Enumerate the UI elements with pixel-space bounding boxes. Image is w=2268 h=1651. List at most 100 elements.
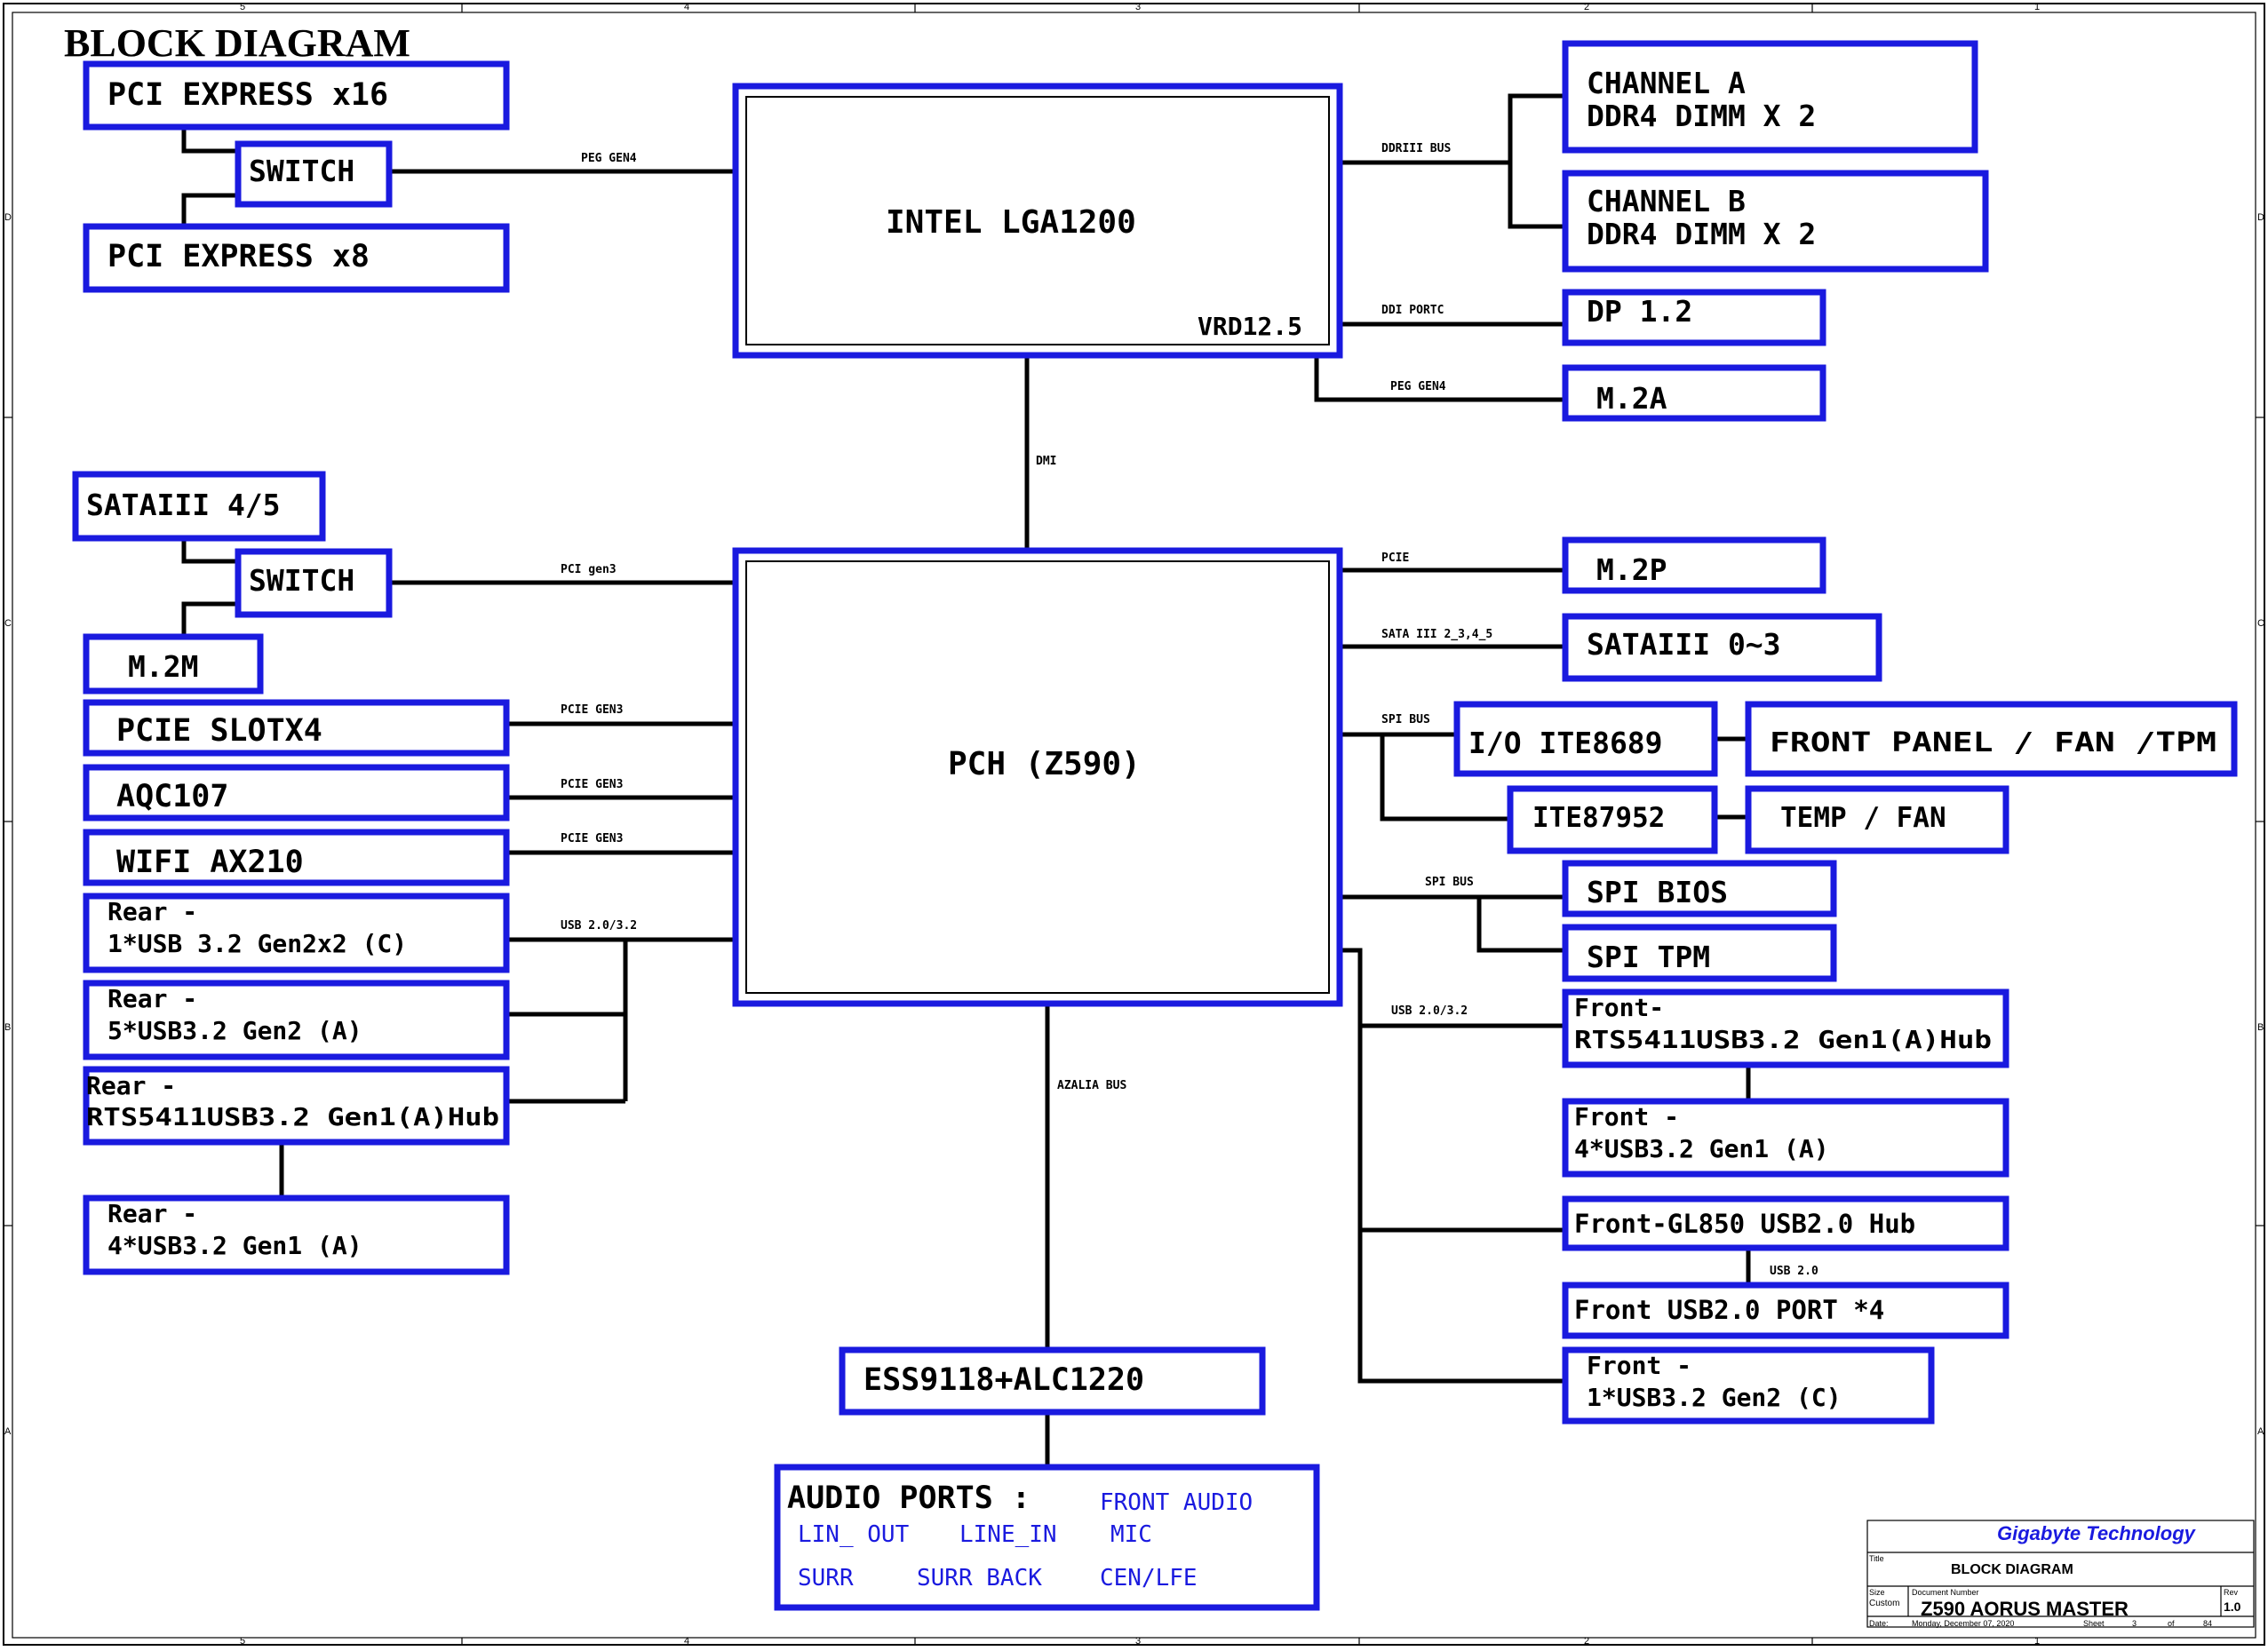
- row-ref-a: A: [4, 1426, 12, 1437]
- of-field-label: of: [2168, 1619, 2175, 1628]
- rev-field-label: Rev: [2224, 1588, 2239, 1597]
- m2m-label: M.2M: [128, 649, 198, 684]
- col-ref-4-bottom: 4: [684, 1636, 689, 1647]
- surr-label: SURR: [798, 1565, 854, 1591]
- size-field-label: Size: [1869, 1588, 1885, 1597]
- bus-label-ddi-portc: DDI PORTC: [1381, 304, 1444, 317]
- col-ref-1-bottom: 1: [2034, 1636, 2040, 1647]
- spi-tpm-label: SPI TPM: [1587, 940, 1710, 974]
- wifi-block: [83, 829, 510, 886]
- front-panel-block: [1745, 701, 2238, 777]
- pcie-x8-label: PCI EXPRESS x8: [107, 239, 370, 274]
- front-gl850-block: [1562, 1195, 2009, 1251]
- lin-out-label: LIN_ OUT: [798, 1521, 910, 1548]
- pcie-switch-block: [235, 140, 393, 208]
- bus-label-usb-front: USB 2.0/3.2: [1391, 1004, 1468, 1018]
- col-ref-3: 3: [1135, 2, 1141, 12]
- front-usb-gen1-line2: 4*USB3.2 Gen1 (A): [1574, 1134, 1829, 1163]
- rear-usb-gen2-line1: Rear -: [107, 984, 197, 1013]
- sata-switch-label: SWITCH: [249, 563, 354, 598]
- cpu-label: INTEL LGA1200: [886, 204, 1136, 241]
- col-ref-5-bottom: 5: [240, 1636, 245, 1647]
- rear-hub-line2: RTS5411USB3.2 Gen1(A)Hub: [86, 1102, 499, 1131]
- cpu-block: [732, 83, 1343, 359]
- front-usb-c-line2: 1*USB3.2 Gen2 (C): [1587, 1383, 1842, 1412]
- temp-fan-block: [1745, 785, 2009, 854]
- spi-bios-block: [1562, 860, 1837, 917]
- mic-label: MIC: [1110, 1521, 1152, 1548]
- col-ref-5: 5: [240, 2, 245, 12]
- sata45-label: SATAIII 4/5: [86, 488, 281, 522]
- pcie-x8-block: [83, 223, 510, 293]
- front-usb-c-line1: Front -: [1587, 1351, 1691, 1380]
- channel-a-block: [1562, 40, 1978, 154]
- bus-label-pcie-gen3-slot: PCIE GEN3: [561, 703, 623, 717]
- ite8689-block: [1453, 701, 1718, 777]
- audio-codec-label: ESS9118+ALC1220: [863, 1362, 1144, 1398]
- front-hub-line2: RTS5411USB3.2 Gen1(A)Hub: [1574, 1025, 1992, 1054]
- col-ref-3-bottom: 3: [1135, 1636, 1141, 1647]
- bus-label-usb-2-0: USB 2.0: [1770, 1265, 1818, 1278]
- sata03-label: SATAIII 0~3: [1587, 627, 1781, 662]
- rear-hub-block: [83, 1066, 510, 1146]
- row-ref-d: D: [4, 212, 12, 223]
- ite87952-block: [1507, 785, 1718, 854]
- pcie-x16-block: [83, 60, 510, 131]
- pch-label: PCH (Z590): [948, 746, 1141, 782]
- title-field-label: Title: [1869, 1554, 1884, 1563]
- m2a-label: M.2A: [1596, 381, 1667, 416]
- bus-label-sata-iii: SATA III 2_3,4_5: [1381, 628, 1492, 641]
- date-field-label: Date:: [1869, 1619, 1889, 1628]
- rear-usb-gen2-line2: 5*USB3.2 Gen2 (A): [107, 1016, 362, 1045]
- col-ref-2: 2: [1584, 2, 1589, 12]
- m2m-block: [83, 633, 264, 695]
- channel-b-block: [1562, 170, 1989, 273]
- col-ref-2-bottom: 2: [1584, 1636, 1589, 1647]
- rev-field-value: 1.0: [2224, 1599, 2241, 1614]
- front-audio-label: FRONT AUDIO: [1100, 1489, 1253, 1516]
- bus-wires: [181, 93, 1751, 1467]
- bus-label-ddriii: DDRIII BUS: [1381, 142, 1451, 155]
- title-block: [1866, 1520, 2255, 1628]
- channel-b-line1: CHANNEL B: [1587, 184, 1746, 218]
- sheet-frame: [3, 3, 2265, 1646]
- bus-label-pcie-gen3-aqc: PCIE GEN3: [561, 778, 623, 791]
- m2a-block: [1562, 364, 1826, 422]
- bus-label-spi-bus: SPI BUS: [1381, 713, 1430, 726]
- row-ref-b-right: B: [2257, 1022, 2264, 1033]
- front-hub-line1: Front-: [1574, 993, 1664, 1022]
- date-field-value: Monday, December 07, 2020: [1912, 1619, 2014, 1628]
- bus-label-pcie: PCIE: [1381, 552, 1409, 565]
- line-in-label: LINE_IN: [959, 1521, 1057, 1548]
- rear-usb-gen1-line2: 4*USB3.2 Gen1 (A): [107, 1231, 362, 1260]
- company-name: Gigabyte Technology: [1997, 1522, 2197, 1544]
- pch-inner-frame: [745, 560, 1330, 994]
- sheet-field-label: Sheet: [2083, 1619, 2105, 1628]
- front-usb-gen1-block: [1562, 1098, 2009, 1178]
- dp-block: [1562, 289, 1826, 346]
- spi-bios-label: SPI BIOS: [1587, 875, 1728, 909]
- doc-number-label: Document Number: [1912, 1588, 1979, 1597]
- front-usb2-block: [1562, 1282, 2009, 1339]
- temp-fan-label: TEMP / FAN: [1780, 802, 1946, 834]
- pch-block: [732, 547, 1343, 1007]
- aqc107-block: [83, 764, 510, 822]
- pcie-x16-label: PCI EXPRESS x16: [107, 77, 388, 113]
- row-ref-c-right: C: [2257, 618, 2264, 629]
- row-ref-a-right: A: [2257, 1426, 2264, 1437]
- bus-label-pci-gen3: PCI gen3: [561, 563, 617, 576]
- page-title: BLOCK DIAGRAM: [64, 21, 410, 65]
- cen-lfe-label: CEN/LFE: [1100, 1565, 1198, 1591]
- channel-a-line1: CHANNEL A: [1587, 66, 1746, 100]
- bus-label-usb-rear: USB 2.0/3.2: [561, 919, 637, 933]
- front-usb-gen1-line1: Front -: [1574, 1102, 1679, 1131]
- front-usb-c-block: [1562, 1346, 1935, 1425]
- front-gl850-label: Front-GL850 USB2.0 Hub: [1574, 1209, 1915, 1239]
- sheet-field-value: 3: [2132, 1619, 2137, 1628]
- pcie-switch-label: SWITCH: [249, 154, 354, 188]
- rear-usb-gen2-block: [83, 980, 510, 1060]
- of-field-value: 84: [2203, 1619, 2212, 1628]
- front-usb2-label: Front USB2.0 PORT *4: [1574, 1295, 1884, 1325]
